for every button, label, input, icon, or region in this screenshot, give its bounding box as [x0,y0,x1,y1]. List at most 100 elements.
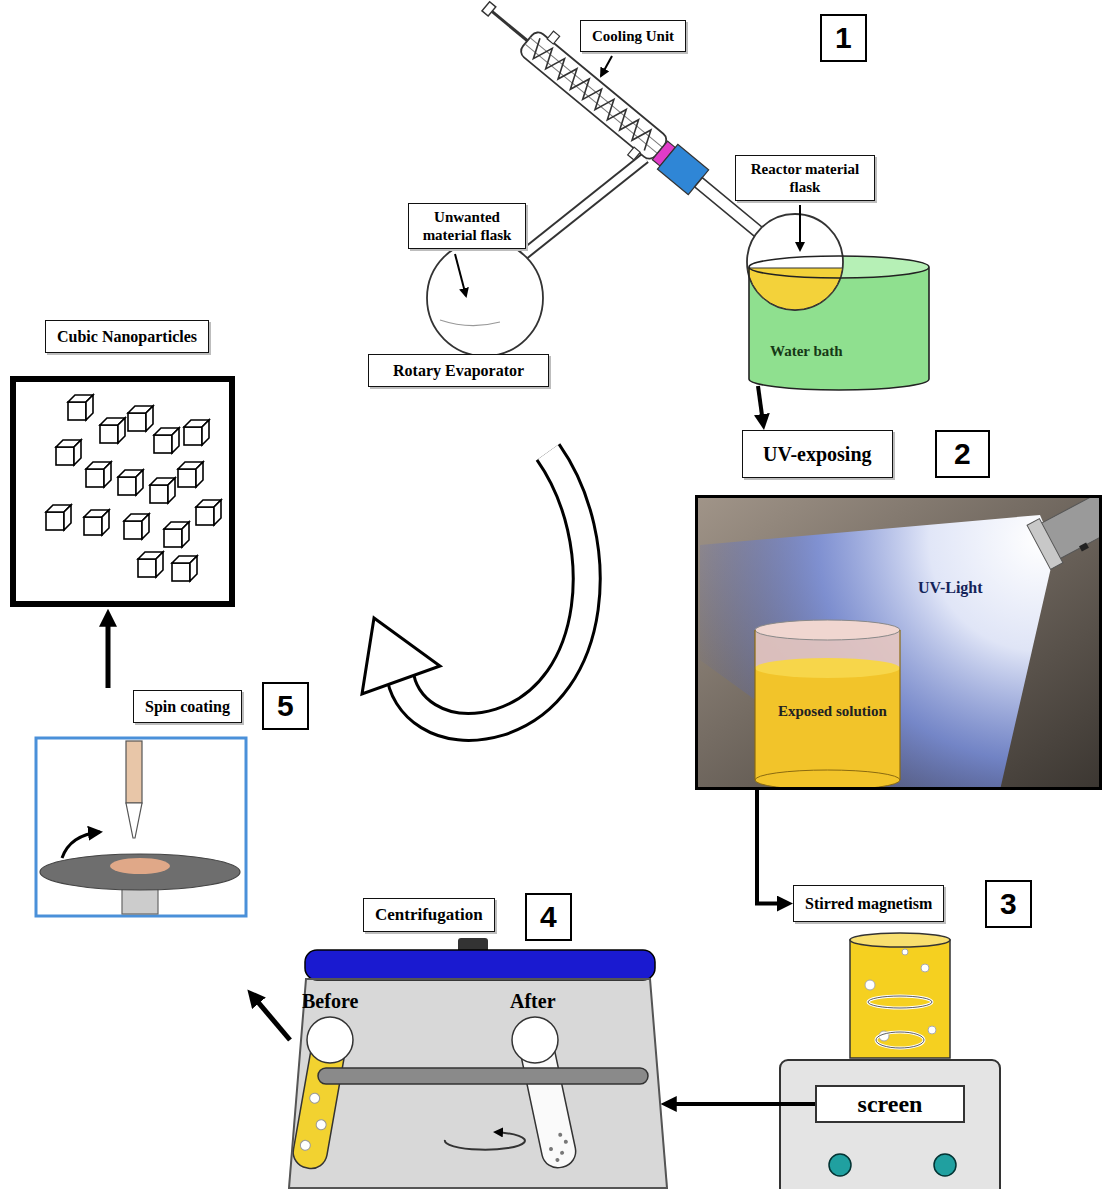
cycle-arrow [400,452,587,727]
magnetic-stirrer [865,980,875,990]
centrifuge [549,1147,554,1152]
spin-coater [36,738,246,916]
uv-photo [1027,519,1063,570]
label-text: Cooling Unit [592,27,674,45]
nanoparticle-frame [13,379,232,604]
uv-photo [695,495,1102,790]
rotary-evaporator [522,158,645,256]
label-text: Rotary Evaporator [393,361,524,380]
spin-coater [62,832,100,858]
spin-coater [36,738,246,916]
magnetic-stirrer [780,1060,1000,1189]
nanoparticle-frame [86,462,111,487]
step-number: 3 [985,880,1032,928]
uv-photo [755,658,900,678]
water-bath: Water bath [748,255,930,392]
flow-arrow [252,995,290,1040]
nanoparticle-frame [164,522,189,547]
nanoparticle-frame [150,478,175,503]
magnetic-stirrer [829,1154,851,1176]
nanoparticle-frame [184,420,209,445]
nanoparticle-frame [196,500,221,525]
uv-photo [899,630,900,780]
flow-arrow [757,790,783,904]
label-text: 1 [835,20,852,56]
centrifuge [307,1017,353,1063]
label-text: 3 [1000,886,1017,922]
part-label: Reactor material flask [735,155,875,201]
nanoparticle-frame [100,418,125,443]
magnetic-stirrer [868,996,932,1008]
label-text: Centrifugation [375,905,483,925]
nanoparticle-frame [154,428,179,453]
rotary-evaporator [628,147,641,160]
rotary-evaporator [747,268,842,310]
cycle-arrow [400,452,587,727]
bath-outline [749,256,929,390]
cycle-arrow [362,618,440,694]
uv-photo [700,515,1055,790]
uv-photo [755,620,900,640]
rotary-evaporator [427,240,543,356]
rotary-evaporator [601,56,612,76]
centrifuge [512,1017,558,1063]
magnetic-stirrer [850,940,950,1058]
uv-photo [695,495,1102,790]
rotary-evaporator [522,158,645,256]
magnetic-stirrer [850,933,950,947]
rotary-evaporator [482,2,496,16]
centrifuge-body: Before After [288,978,668,1189]
step-number: 5 [262,682,309,730]
label-text: Reactor material flask [742,160,868,196]
flow-arrow [106,616,111,688]
spin-coater [126,741,142,803]
label-text: Exposed solution [778,703,887,720]
centrifuge [305,950,655,980]
nanoparticle-frame [124,514,149,539]
nanoparticle-frame [84,510,109,535]
spin-coater [40,854,240,890]
centrifuge [288,938,668,1189]
magnetic-stirrer [780,933,1000,1189]
centrifuge [558,1132,563,1137]
nanoparticle-frame [172,556,197,581]
part-label: Unwanted material flask [408,203,526,249]
step-number: 2 [935,430,990,478]
nanoparticle-frame [178,462,203,487]
uv-photo [755,770,900,790]
product-label: Cubic Nanoparticles [45,320,209,353]
uv-photo [1027,495,1102,569]
centrifuge [300,1140,312,1152]
magnetic-stirrer [928,1026,936,1034]
step-number: 4 [525,893,572,941]
label-text: UV-exposing [763,442,872,466]
magnetic-stirrer [876,1032,924,1048]
spin-coater [110,858,170,874]
label-text: Stirred magnetism [805,894,932,913]
label-text: 5 [277,688,294,724]
device-screen: screen [815,1085,965,1123]
label-text: After [510,990,556,1013]
uv-photo [755,668,900,780]
centrifuge [560,1150,565,1155]
magnetic-stirrer [902,949,908,955]
flow-arrow [758,386,763,420]
label-text: Cubic Nanoparticles [57,327,197,346]
flow-arrow [671,1102,815,1106]
apparatus-label: Rotary Evaporator [368,354,549,387]
nanoparticle-frame [46,505,71,530]
label-text: Before [302,990,358,1013]
label-text: Spin coating [145,697,230,716]
centrifuge [288,978,668,1189]
cycle-arrow [362,452,587,727]
label-text: 4 [540,899,557,935]
label-text: screen [817,1089,963,1119]
centrifuge [563,1139,568,1144]
nanoparticle-frame [56,440,81,465]
centrifuge [445,1132,525,1150]
rotary-evaporator [440,320,500,326]
uv-photo: UV-LightExposed solution [695,495,1102,790]
label-text: UV-Light [918,579,983,597]
magnetic-stirrer [868,996,932,1008]
